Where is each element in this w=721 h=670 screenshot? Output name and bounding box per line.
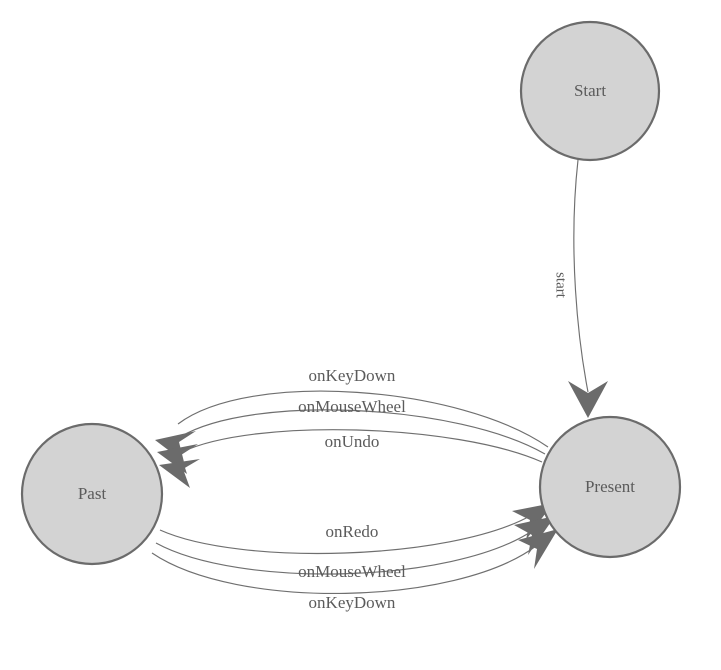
- edge-label-present-past-onmousewheel: onMouseWheel: [298, 397, 406, 416]
- edge-label-past-present-onkeydown: onKeyDown: [309, 593, 396, 612]
- node-start[interactable]: Start: [519, 20, 661, 162]
- node-present[interactable]: Present: [538, 415, 682, 559]
- edge-past-present-1-line: [159, 515, 531, 555]
- edge-label-start: start: [553, 272, 569, 299]
- node-past-label: Past: [78, 484, 107, 503]
- node-present-label: Present: [585, 477, 635, 496]
- node-past-circle: [20, 422, 164, 566]
- edge-present-past-onmousewheel[interactable]: onMouseWheel: [157, 397, 546, 474]
- edge-past-present-onkeydown[interactable]: onKeyDown: [151, 529, 558, 612]
- edge-past-present-onredo[interactable]: onRedo: [159, 503, 553, 555]
- edge-label-past-present-onmousewheel: onMouseWheel: [298, 562, 406, 581]
- edge-present-past-3-line: [181, 429, 543, 463]
- edge-label-present-past-onundo: onUndo: [325, 432, 380, 451]
- node-past[interactable]: Past: [20, 422, 164, 566]
- edge-past-present-onmousewheel[interactable]: onMouseWheel: [155, 516, 555, 581]
- node-start-circle: [519, 20, 661, 162]
- edge-present-past-onkeydown[interactable]: onKeyDown: [155, 366, 549, 462]
- node-start-label: Start: [574, 81, 606, 100]
- edge-past-present-2-line: [155, 530, 533, 575]
- node-present-circle: [538, 415, 682, 559]
- edge-present-past-onundo[interactable]: onUndo: [159, 429, 543, 488]
- edge-present-past-2-arrowhead: [157, 444, 198, 474]
- edge-start-present[interactable]: start: [553, 159, 608, 418]
- edge-label-past-present-onredo: onRedo: [326, 522, 379, 541]
- edge-past-present-3-line: [151, 545, 537, 595]
- edge-label-present-past-onkeydown: onKeyDown: [309, 366, 396, 385]
- edge-present-past-3-arrowhead: [159, 459, 200, 488]
- edge-present-past-2-line: [179, 409, 546, 455]
- edge-past-present-3-arrowhead: [518, 529, 558, 569]
- edge-present-past-1-arrowhead: [155, 431, 196, 462]
- edge-present-past-1-line: [177, 390, 549, 448]
- edge-start-present-arrowhead: [568, 381, 608, 418]
- edge-start-present-line: [573, 159, 589, 393]
